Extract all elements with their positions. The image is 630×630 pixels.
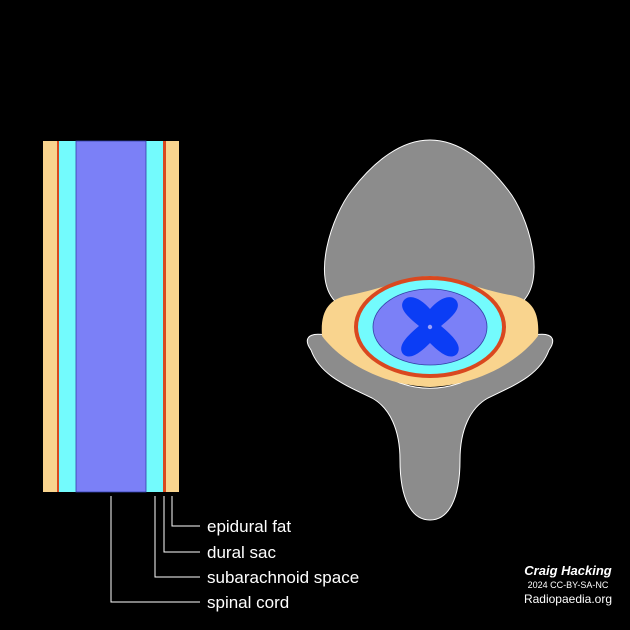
dura-left [57, 141, 59, 492]
epidural-fat-right [165, 141, 179, 492]
longitudinal-section [43, 140, 179, 493]
leader-lines [110, 496, 200, 603]
credit-author: Craig Hacking [524, 563, 611, 578]
axial-section [306, 139, 554, 521]
credit-site: Radiopaedia.org [524, 592, 612, 606]
label-epidural-fat: epidural fat [207, 517, 291, 536]
label-spinal-cord: spinal cord [207, 593, 289, 612]
leader-epidural-fat [171, 496, 200, 527]
leader-subarachnoid-space [154, 496, 200, 578]
epidural-fat-left [43, 141, 58, 492]
central-canal [427, 324, 433, 330]
credit-block: Craig Hacking 2024 CC-BY-SA-NC Radiopaed… [524, 563, 612, 606]
dura-right [163, 141, 166, 492]
label-subarachnoid-space: subarachnoid space [207, 568, 359, 587]
subarachnoid-right [146, 141, 163, 492]
leader-dural-sac [163, 496, 200, 553]
spinal-cord-column [75, 140, 147, 493]
leader-spinal-cord [110, 496, 200, 603]
label-dural-sac: dural sac [207, 543, 276, 562]
subarachnoid-left [59, 141, 76, 492]
credit-license: 2024 CC-BY-SA-NC [528, 580, 609, 590]
